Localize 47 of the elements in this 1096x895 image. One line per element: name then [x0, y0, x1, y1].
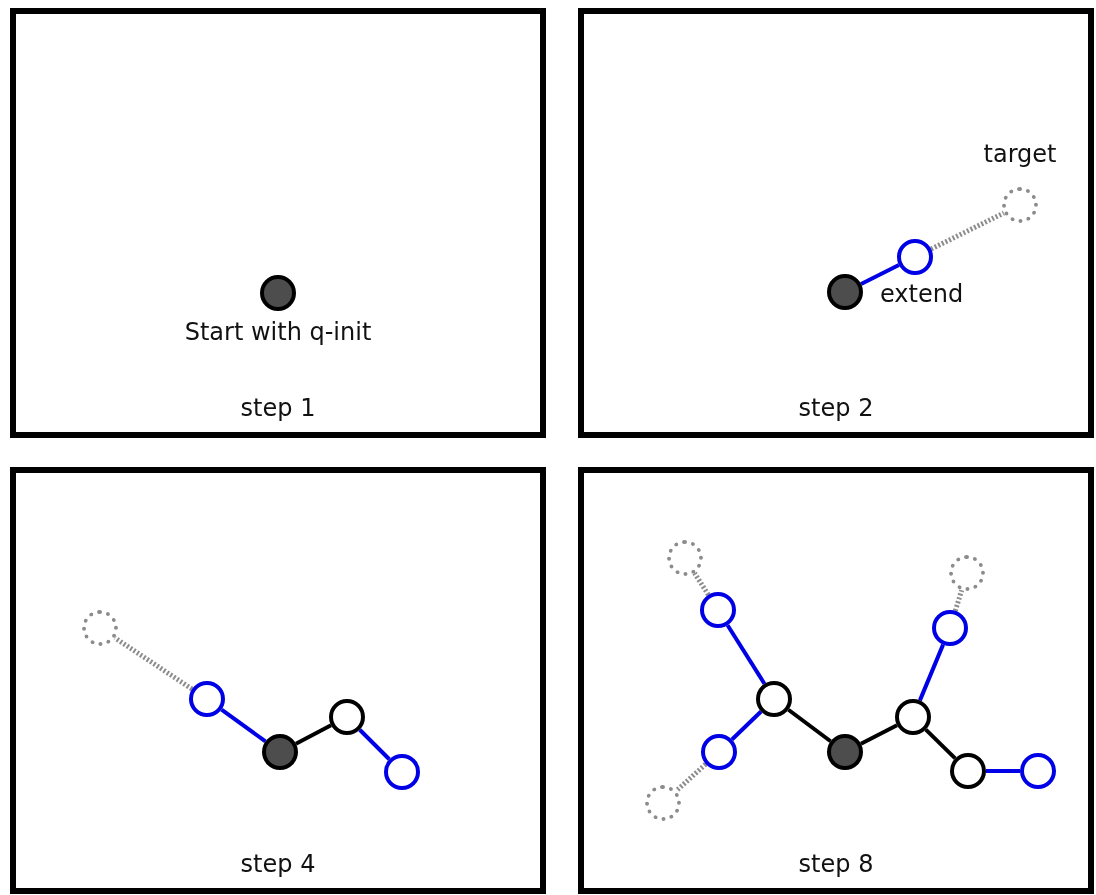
tree-node-circle [756, 681, 792, 717]
node-caption: Start with q-init [184, 318, 372, 346]
start-node-dot [827, 274, 863, 310]
target-circle [1002, 187, 1038, 223]
dashed-connector [692, 571, 711, 597]
tree-node-circle [1020, 753, 1056, 789]
dashed-connector [930, 210, 1005, 252]
tree-edge [918, 643, 945, 702]
dashed-connector [113, 635, 194, 692]
dashed-connector [952, 589, 965, 612]
tree-node-circle [895, 699, 931, 735]
panel-frame [10, 8, 546, 438]
node-caption: extend [880, 280, 964, 308]
target-circle [82, 610, 118, 646]
tree-edge [295, 723, 332, 746]
tree-node-circle [701, 734, 737, 770]
target-circle [645, 785, 681, 821]
step-label: step 4 [240, 850, 316, 878]
tree-edge [860, 723, 898, 746]
tree-node-circle [950, 753, 986, 789]
target-circle [667, 540, 703, 576]
tree-edge [358, 728, 391, 761]
tree-edge [787, 708, 832, 743]
tree-edge [220, 707, 267, 744]
panel-frame [578, 8, 1094, 438]
target-circle [949, 555, 985, 591]
tree-node-circle [384, 754, 420, 790]
panel-frame [10, 467, 546, 894]
tree-node-circle [932, 610, 968, 646]
panel-frame [578, 467, 1094, 894]
step-label: step 1 [240, 394, 316, 422]
tree-node-circle [329, 699, 365, 735]
step-label: step 2 [798, 394, 874, 422]
start-node-dot [260, 275, 296, 311]
tree-node-circle [189, 681, 225, 717]
dashed-connector [674, 762, 708, 793]
tree-edge [986, 769, 1020, 773]
tree-edge [725, 624, 767, 685]
step-label: step 8 [798, 850, 874, 878]
start-node-dot [262, 734, 298, 770]
node-caption: target [983, 140, 1057, 168]
tree-edge [924, 728, 957, 760]
start-node-dot [827, 734, 863, 770]
tree-node-circle [700, 592, 736, 628]
tree-edge [860, 263, 900, 286]
tree-node-circle [897, 239, 933, 275]
tree-edge [730, 710, 763, 741]
